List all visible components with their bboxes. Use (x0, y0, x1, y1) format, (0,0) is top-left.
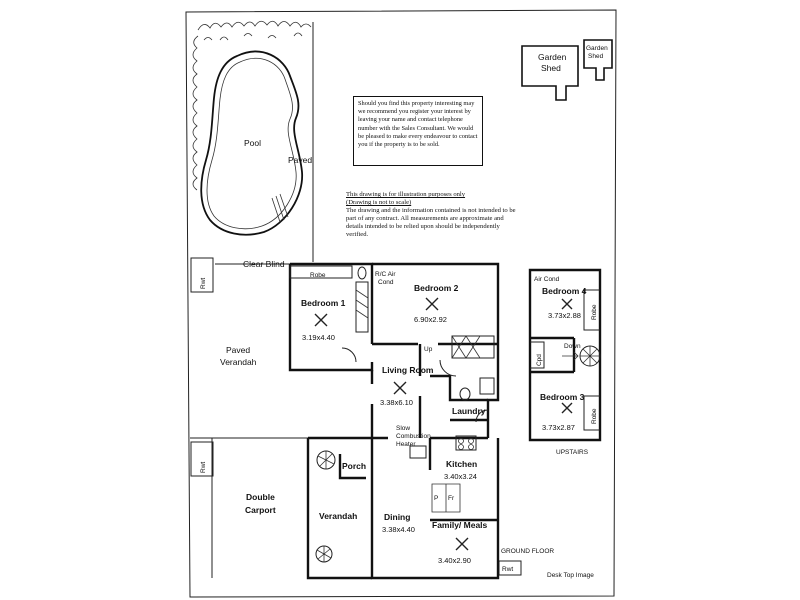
porch-label: Porch (342, 461, 366, 471)
ceiling-fan-icon (393, 381, 407, 395)
cupboard-label: Cpd (536, 354, 543, 366)
living-room-dim: 3.38x6.10 (380, 398, 413, 407)
ceiling-fan-icon (561, 402, 573, 414)
double-carport-label: Double (246, 492, 275, 502)
ground-floor-title: GROUND FLOOR (501, 548, 554, 555)
bedroom-2-dim: 6.90x2.92 (414, 315, 447, 324)
clear-blind-label: Clear Blind (243, 259, 285, 269)
fridge-label: Fr (448, 495, 455, 502)
garden-shed-label-2: Shed (541, 63, 561, 73)
plant-icon (316, 450, 336, 470)
family-meals-label: Family/ Meals (432, 520, 488, 530)
notice-text: Should you find this property interestin… (358, 100, 478, 149)
disclaimer-body: The drawing and the information containe… (346, 207, 516, 238)
paved-verandah-label: Paved (226, 345, 250, 355)
stairs-up-label: Up (424, 346, 433, 353)
upstairs-robe-label-1: Robe (591, 304, 598, 320)
pool: Pool (200, 50, 303, 236)
pool-label: Pool (244, 138, 261, 148)
upstairs-title: UPSTAIRS (556, 449, 589, 456)
garden-shed-label: Garden (538, 52, 567, 62)
disclaimer-line-2: (Drawing is not to scale) (346, 199, 412, 206)
bedroom-3-dim: 3.73x2.87 (542, 423, 575, 432)
dining-label: Dining (384, 512, 410, 522)
verandah-lines (190, 263, 308, 578)
double-carport-label-2: Carport (245, 505, 276, 515)
garden-shed-small-label-2: Shed (588, 53, 604, 60)
ac-label: R/C Air (375, 271, 396, 278)
ground-floor-fixtures (289, 265, 495, 513)
rwt-label-3: Rwt (502, 566, 513, 573)
heater-label-2: Combustion (396, 433, 431, 440)
rainwater-tank-1: Rwt (190, 257, 214, 293)
rainwater-tank-3: Rwt (498, 560, 522, 576)
bedroom-3-label: Bedroom 3 (540, 392, 585, 402)
upstairs-walls (528, 268, 602, 442)
bedroom-2-label: Bedroom 2 (414, 283, 459, 293)
ceiling-fan-icon (314, 313, 328, 327)
laundry-label: Laundry (452, 406, 486, 416)
footer-label: Desk Top Image (547, 572, 594, 579)
kitchen-label: Kitchen (446, 459, 477, 469)
rwt-label-1: Rwt (200, 278, 207, 289)
upstairs-robe-label-2: Robe (591, 408, 598, 424)
ceiling-fan-icon (425, 297, 439, 311)
upstairs-ac-label: Air Cond (534, 276, 560, 283)
rwt-label-2: Rwt (200, 462, 207, 473)
kitchen-dim: 3.40x3.24 (444, 472, 477, 481)
dining-dim: 3.38x4.40 (382, 525, 415, 534)
garden-shed-small-label: Garden (586, 45, 608, 52)
bedroom-4-label: Bedroom 4 (542, 286, 587, 296)
garden-shed: Garden Shed (521, 45, 579, 101)
plant-icon (315, 545, 333, 563)
garden-shed-small: Garden Shed (583, 39, 613, 81)
pantry-label: P (434, 495, 438, 502)
ac-label-2: Cond (378, 279, 394, 286)
rainwater-tank-2: Rwt (190, 441, 214, 477)
bedroom-1-label: Bedroom 1 (301, 298, 346, 308)
verandah-label: Verandah (319, 511, 357, 521)
ceiling-fan-icon (561, 298, 573, 310)
heater-label-3: Heater (396, 441, 416, 448)
bedroom-4-dim: 3.73x2.88 (548, 311, 581, 320)
disclaimer: This drawing is for illustration purpose… (346, 191, 521, 239)
paved-label: Paved (288, 155, 312, 165)
bedroom-1-dim: 3.19x4.40 (302, 333, 335, 342)
ceiling-fan-icon (455, 537, 469, 551)
paved-verandah-label-2: Verandah (220, 357, 257, 367)
notice-box: Should you find this property interestin… (353, 96, 483, 166)
robe-label: Robe (310, 272, 326, 279)
page-border (185, 9, 617, 598)
ground-floor-walls (288, 262, 500, 580)
living-room-label: Living Room (382, 365, 434, 375)
garden-shrubs (192, 20, 312, 191)
stairs-down-label: Down (564, 343, 581, 350)
heater-label: Slow (396, 425, 410, 432)
disclaimer-line-1: This drawing is for illustration purpose… (346, 191, 466, 198)
family-meals-dim: 3.40x2.90 (438, 556, 471, 565)
